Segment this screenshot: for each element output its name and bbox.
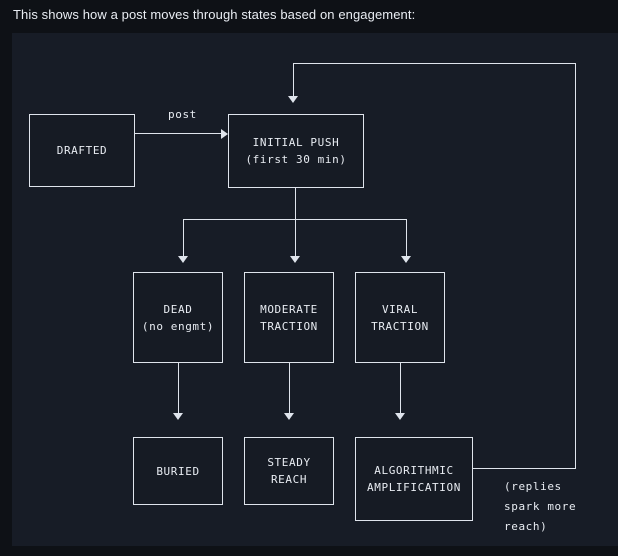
feedback-loop-return-segment	[293, 63, 294, 96]
node-buried-line1: BURIED	[156, 464, 200, 478]
node-initial-push-line2: (first 30 min)	[245, 153, 347, 166]
node-drafted-line1: DRAFTED	[56, 144, 108, 157]
edge-drafted-to-initial-push-arrowhead	[221, 129, 228, 139]
branch-arrow-dead	[178, 256, 188, 263]
node-moderate-traction-line2: TRACTION	[260, 319, 318, 333]
feedback-loop-bottom-segment	[473, 468, 576, 469]
node-drafted[interactable]: DRAFTED	[29, 114, 135, 187]
edge-viral-to-algorithmic-line	[400, 363, 401, 413]
edge-moderate-to-steady-arrowhead	[284, 413, 294, 420]
edge-dead-to-buried-line	[178, 363, 179, 413]
node-algorithmic-amplification-line1: ALGORITHMIC	[374, 464, 454, 477]
branch-drop-viral	[406, 219, 407, 256]
feedback-note-line3: reach)	[504, 520, 548, 533]
node-steady-reach-line1: STEADY	[267, 456, 311, 469]
node-buried[interactable]: BURIED	[133, 437, 223, 505]
node-viral-traction[interactable]: VIRAL TRACTION	[355, 272, 445, 363]
edge-viral-to-algorithmic-arrowhead	[395, 413, 405, 420]
feedback-note-line1: (replies	[504, 480, 562, 493]
feedback-loop-top-segment	[293, 63, 576, 64]
node-moderate-traction[interactable]: MODERATE TRACTION	[244, 272, 334, 363]
page-title: This shows how a post moves through stat…	[13, 7, 416, 22]
node-moderate-traction-line1: MODERATE	[260, 302, 318, 316]
edge-drafted-to-initial-push-line	[135, 133, 223, 134]
node-steady-reach[interactable]: STEADY REACH	[244, 437, 334, 505]
branch-drop-dead	[183, 219, 184, 256]
node-viral-traction-line2: TRACTION	[371, 319, 429, 333]
feedback-loop-arrowhead	[288, 96, 298, 103]
node-steady-reach-line2: REACH	[270, 473, 308, 486]
feedback-loop-right-segment	[575, 63, 576, 468]
state-flow-diagram: DRAFTED INITIAL PUSH (first 30 min) DEAD…	[12, 33, 618, 546]
node-algorithmic-amplification[interactable]: ALGORITHMIC AMPLIFICATION	[355, 437, 473, 521]
node-dead-line1: DEAD	[163, 302, 193, 316]
branch-arrow-viral	[401, 256, 411, 263]
branch-bus-horizontal	[183, 219, 406, 220]
node-algorithmic-amplification-line2: AMPLIFICATION	[367, 481, 461, 494]
branch-drop-moderate	[295, 219, 296, 256]
branch-arrow-moderate	[290, 256, 300, 263]
feedback-note-line2: spark more	[504, 500, 577, 513]
node-dead[interactable]: DEAD (no engmt)	[133, 272, 223, 363]
edge-moderate-to-steady-line	[289, 363, 290, 413]
node-initial-push[interactable]: INITIAL PUSH (first 30 min)	[228, 114, 364, 188]
node-dead-line2: (no engmt)	[141, 319, 215, 333]
edge-initial-push-stem	[295, 188, 296, 219]
node-viral-traction-line1: VIRAL	[381, 302, 419, 316]
edge-dead-to-buried-arrowhead	[173, 413, 183, 420]
edge-label-post: post	[168, 108, 197, 121]
node-initial-push-line1: INITIAL PUSH	[252, 136, 340, 149]
